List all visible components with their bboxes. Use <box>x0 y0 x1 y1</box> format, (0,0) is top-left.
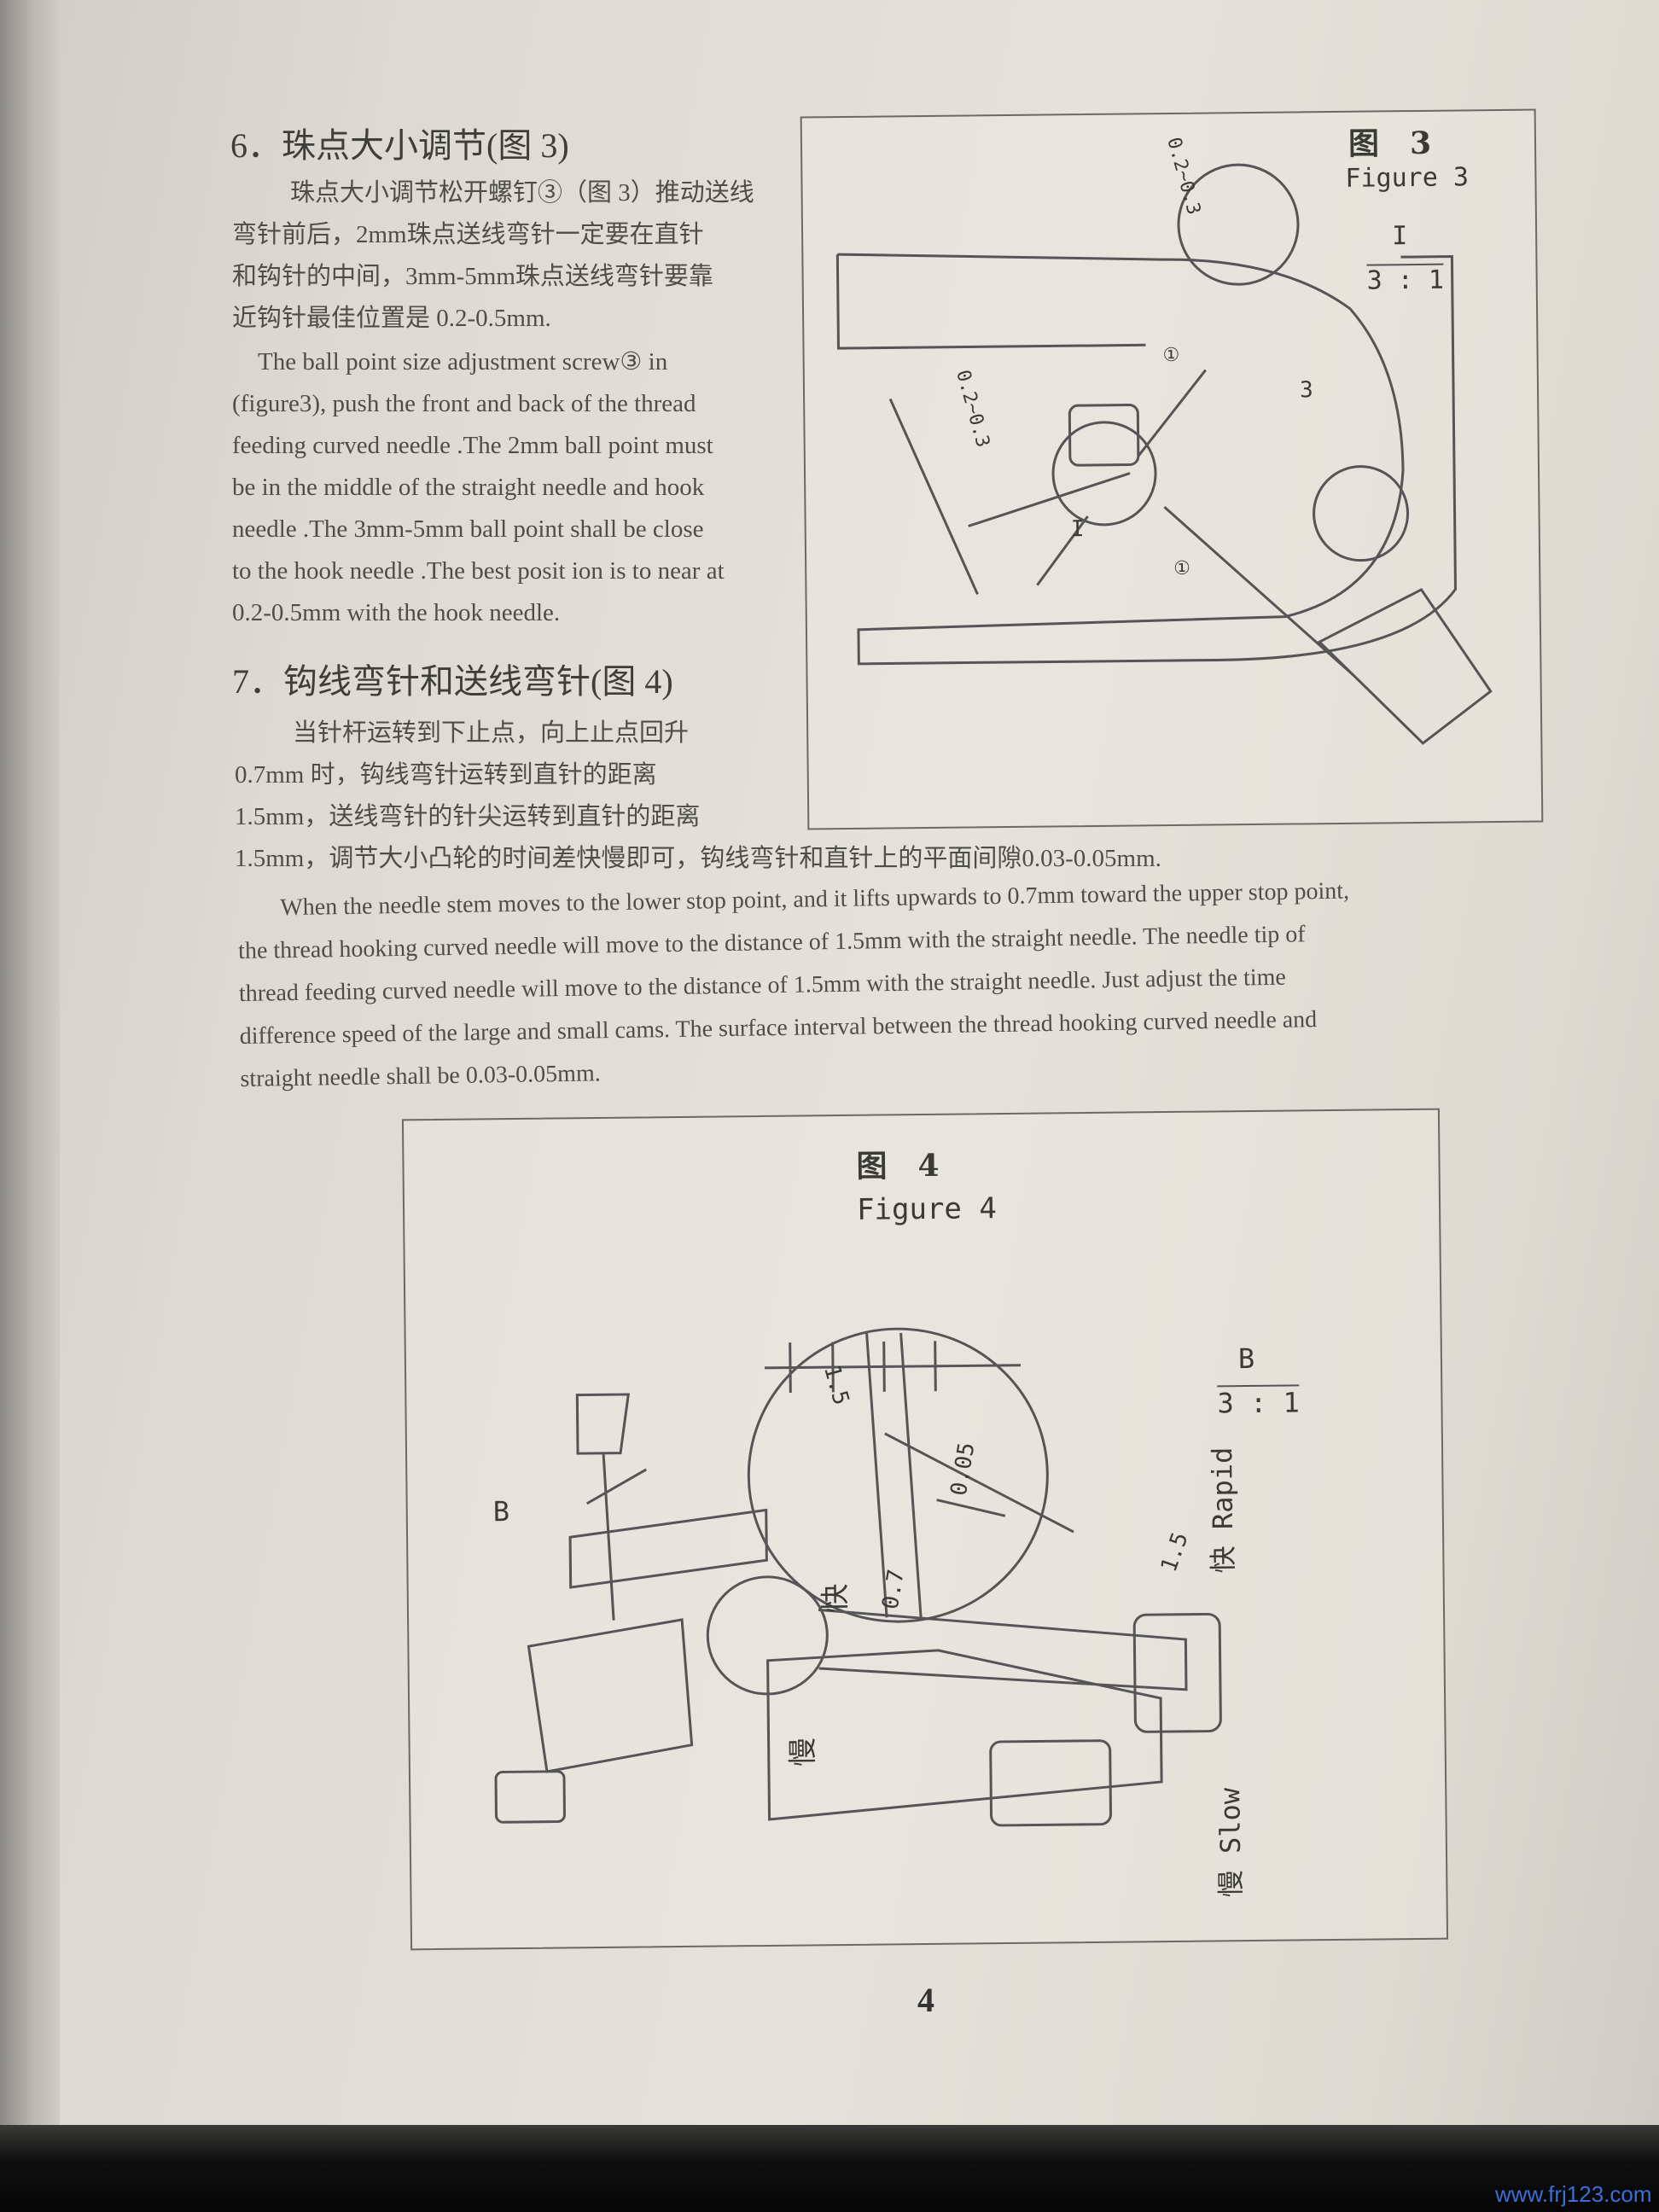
figure-4-title-zh: 图 4 <box>856 1147 940 1185</box>
figure-3-title-en: Figure 3 <box>1345 162 1470 194</box>
figure-4-drawing <box>494 1327 1222 1827</box>
figure-3-marker-1b: ① <box>1173 557 1191 579</box>
photo-bottom-edge <box>0 2125 1659 2212</box>
figure-4-slow-label: 慢 <box>786 1737 821 1767</box>
text-line: 当针杆运转到下止点，向上止点回升 <box>293 719 690 747</box>
watermark: www.frj123.com <box>1495 2181 1652 2207</box>
text-line: to the hook needle .The best posit ion i… <box>232 557 725 585</box>
text-line: 1.5mm，调节大小凸轮的时间差快慢即可，钩线弯针和直针上的平面间隙0.03-0… <box>235 845 1161 872</box>
section-7-chinese-paragraph: 当针杆运转到下止点，向上止点回升 0.7mm 时，钩线弯针运转到直针的距离 1.… <box>235 713 1161 880</box>
page-number: 4 <box>917 1981 934 2019</box>
figure-4-callout-B: B <box>492 1495 510 1528</box>
figure-4-rapid-label: 快 Rapid <box>1206 1447 1240 1574</box>
figure-3-detail-label: I <box>1391 221 1408 252</box>
text-line: be in the middle of the straight needle … <box>232 474 705 501</box>
section-7-heading: 7．钩线弯针和送线弯针(图 4) <box>232 662 673 701</box>
text-line: 和钩针的中间，3mm-5mm珠点送线弯针要靠 <box>232 263 713 290</box>
figure-3-marker-1a: ① <box>1162 344 1180 367</box>
figure-3-detail-scale: 3 : 1 <box>1366 263 1445 296</box>
section-6-english-paragraph: The ball point size adjustment screw③ in… <box>232 341 725 634</box>
figure-3: 图 3 Figure 3 I 3 : 1 0.2~0.3 0.2~0.3 3 I… <box>800 108 1544 830</box>
figure-3-drawing <box>835 163 1493 745</box>
text-line: 0.2-0.5mm with the hook needle. <box>232 599 561 626</box>
text-line: 近钩针最佳位置是 0.2-0.5mm. <box>232 305 551 332</box>
text-line: 弯针前后，2mm珠点送线弯针一定要在直针 <box>232 221 704 248</box>
text-line: feeding curved needle .The 2mm ball poin… <box>232 432 713 459</box>
book-binding <box>0 0 60 2212</box>
text-line: The ball point size adjustment screw③ in <box>258 348 668 375</box>
text-line: 1.5mm，送线弯针的针尖运转到直针的距离 <box>235 803 701 830</box>
figure-4-detail-label: B <box>1237 1342 1255 1376</box>
figure-4-slow-en-label: 慢 Slow <box>1214 1787 1248 1898</box>
text-line: needle .The 3mm-5mm ball point shall be … <box>232 515 704 543</box>
section-7-english-paragraph: When the needle stem moves to the lower … <box>237 870 1353 1101</box>
text-line: (figure3), push the front and back of th… <box>232 390 696 417</box>
figure-4-title-en: Figure 4 <box>856 1191 998 1227</box>
figure-4-fast-label: 快 <box>818 1583 853 1613</box>
section-6-chinese-paragraph: 珠点大小调节松开螺钉③（图 3）推动送线 弯针前后，2mm珠点送线弯针一定要在直… <box>232 172 754 340</box>
figure-3-callout-3: 3 <box>1299 377 1313 404</box>
figure-4-detail-scale: 3 : 1 <box>1217 1384 1300 1420</box>
figure-4: 图 4 Figure 4 B 3 : 1 1.5 0.05 0.7 1.5 B … <box>401 1108 1449 1951</box>
figure-3-title-zh: 图 3 <box>1348 125 1432 162</box>
text-line: 0.7mm 时，钩线弯针运转到直针的距离 <box>235 761 657 789</box>
figure-3-callout-I: I <box>1070 516 1085 543</box>
text-line: 珠点大小调节松开螺钉③（图 3）推动送线 <box>290 179 754 207</box>
section-6-heading: 6．珠点大小调节(图 3) <box>230 126 569 165</box>
